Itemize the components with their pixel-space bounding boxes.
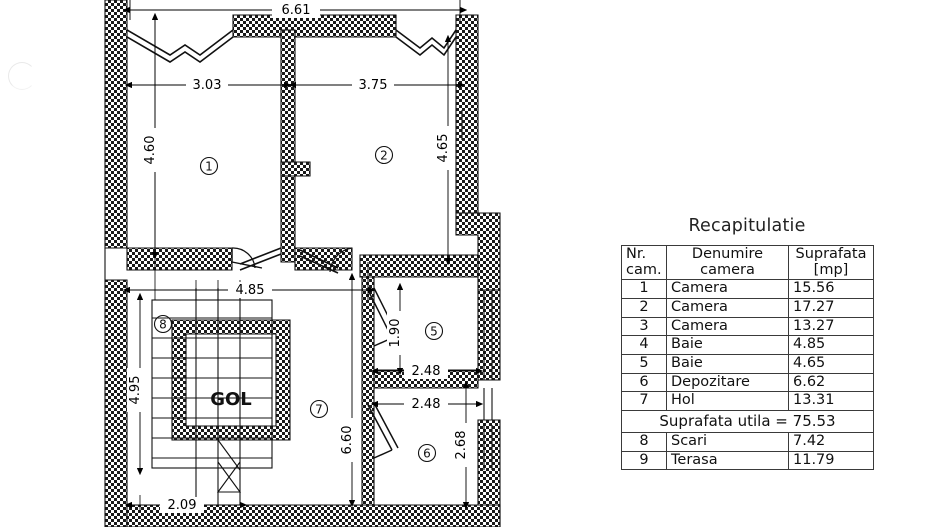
row-nr: 9 [621, 450, 667, 471]
table-row: 4 Baie 4.85 [621, 335, 874, 355]
table-row: 7 Hol 13.31 [621, 391, 874, 411]
row-nr: 6 [621, 372, 667, 393]
row-area: 6.62 [788, 372, 874, 393]
dim-bath5-width: 2.48 [412, 364, 441, 379]
floor-plan-drawing: 6.61 3.03 3.75 4.60 4.65 4.85 6.60 4. [104, 0, 501, 527]
total-row: Suprafata utila = 75.53 [621, 409, 874, 434]
dim-hall-width: 4.85 [236, 283, 265, 298]
row-name: Camera [666, 316, 789, 337]
table-row: 2 Camera 17.27 [621, 297, 874, 318]
row-nr: 7 [621, 391, 667, 411]
row-nr: 1 [621, 279, 667, 299]
row-nr: 5 [621, 353, 667, 374]
table-row: 5 Baie 4.65 [621, 353, 874, 374]
dim-top-overall: 6.61 [282, 3, 311, 18]
row-name: Camera [666, 297, 789, 318]
row-name: Terasa [666, 450, 789, 471]
watermark-artifact [8, 62, 36, 90]
row-name: Baie [666, 335, 789, 355]
room-marker-1: 1 [199, 156, 219, 176]
table-row: 1 Camera 15.56 [621, 279, 874, 299]
dim-room1-height: 4.60 [143, 136, 158, 165]
recap-table: Nr. cam. Denumire camera Suprafata [mp] … [621, 244, 874, 471]
room-marker-2: 2 [374, 145, 394, 165]
dim-room1-width: 3.03 [193, 78, 222, 93]
dim-stairs-width: 2.09 [168, 498, 197, 513]
row-name: Scari [666, 432, 789, 452]
room-marker-7: 7 [309, 399, 329, 419]
total-label: Suprafata utila = 75.53 [621, 409, 874, 434]
recap-title: Recapitulatie [688, 216, 806, 236]
dim-store6-width: 2.48 [412, 397, 441, 412]
row-area: 13.27 [788, 316, 874, 337]
svg-text:7: 7 [315, 403, 323, 417]
row-nr: 4 [621, 335, 667, 355]
row-area: 4.85 [788, 335, 874, 355]
row-area: 17.27 [788, 297, 874, 318]
dim-bath5-height: 1.90 [388, 319, 403, 348]
row-name: Camera [666, 279, 789, 299]
table-row: 9 Terasa 11.79 [621, 450, 874, 471]
header-nr: Nr. cam. [621, 244, 667, 281]
row-area: 7.42 [788, 432, 874, 452]
room-marker-5: 5 [424, 321, 444, 341]
dim-store6-height: 2.68 [454, 431, 469, 460]
dim-room2-width: 3.75 [359, 78, 388, 93]
dim-room2-height: 4.65 [436, 134, 451, 163]
table-header-row: Nr. cam. Denumire camera Suprafata [mp] [621, 244, 874, 281]
room-marker-8: 8 [153, 314, 173, 334]
row-name: Baie [666, 353, 789, 374]
svg-text:1: 1 [205, 160, 213, 174]
table-row: 6 Depozitare 6.62 [621, 372, 874, 393]
row-area: 15.56 [788, 279, 874, 299]
table-row: 3 Camera 13.27 [621, 316, 874, 337]
row-area: 13.31 [788, 391, 874, 411]
void-label: GOL [210, 389, 252, 410]
header-name: Denumire camera [666, 244, 789, 281]
row-nr: 2 [621, 297, 667, 318]
svg-text:5: 5 [430, 325, 438, 339]
row-nr: 3 [621, 316, 667, 337]
room-marker-6: 6 [417, 443, 437, 463]
row-area: 11.79 [788, 450, 874, 471]
dim-hall-height: 6.60 [340, 426, 355, 455]
row-name: Hol [666, 391, 789, 411]
svg-text:2: 2 [380, 149, 388, 163]
row-nr: 8 [621, 432, 667, 452]
recapitulation-panel: Recapitulatie Nr. cam. Denumire camera S [621, 216, 874, 471]
svg-text:6: 6 [423, 447, 431, 461]
table-row: 8 Scari 7.42 [621, 432, 874, 452]
dim-stairs-height: 4.95 [128, 376, 143, 405]
header-area: Suprafata [mp] [788, 244, 874, 281]
svg-text:8: 8 [159, 318, 167, 332]
row-name: Depozitare [666, 372, 789, 393]
row-area: 4.65 [788, 353, 874, 374]
